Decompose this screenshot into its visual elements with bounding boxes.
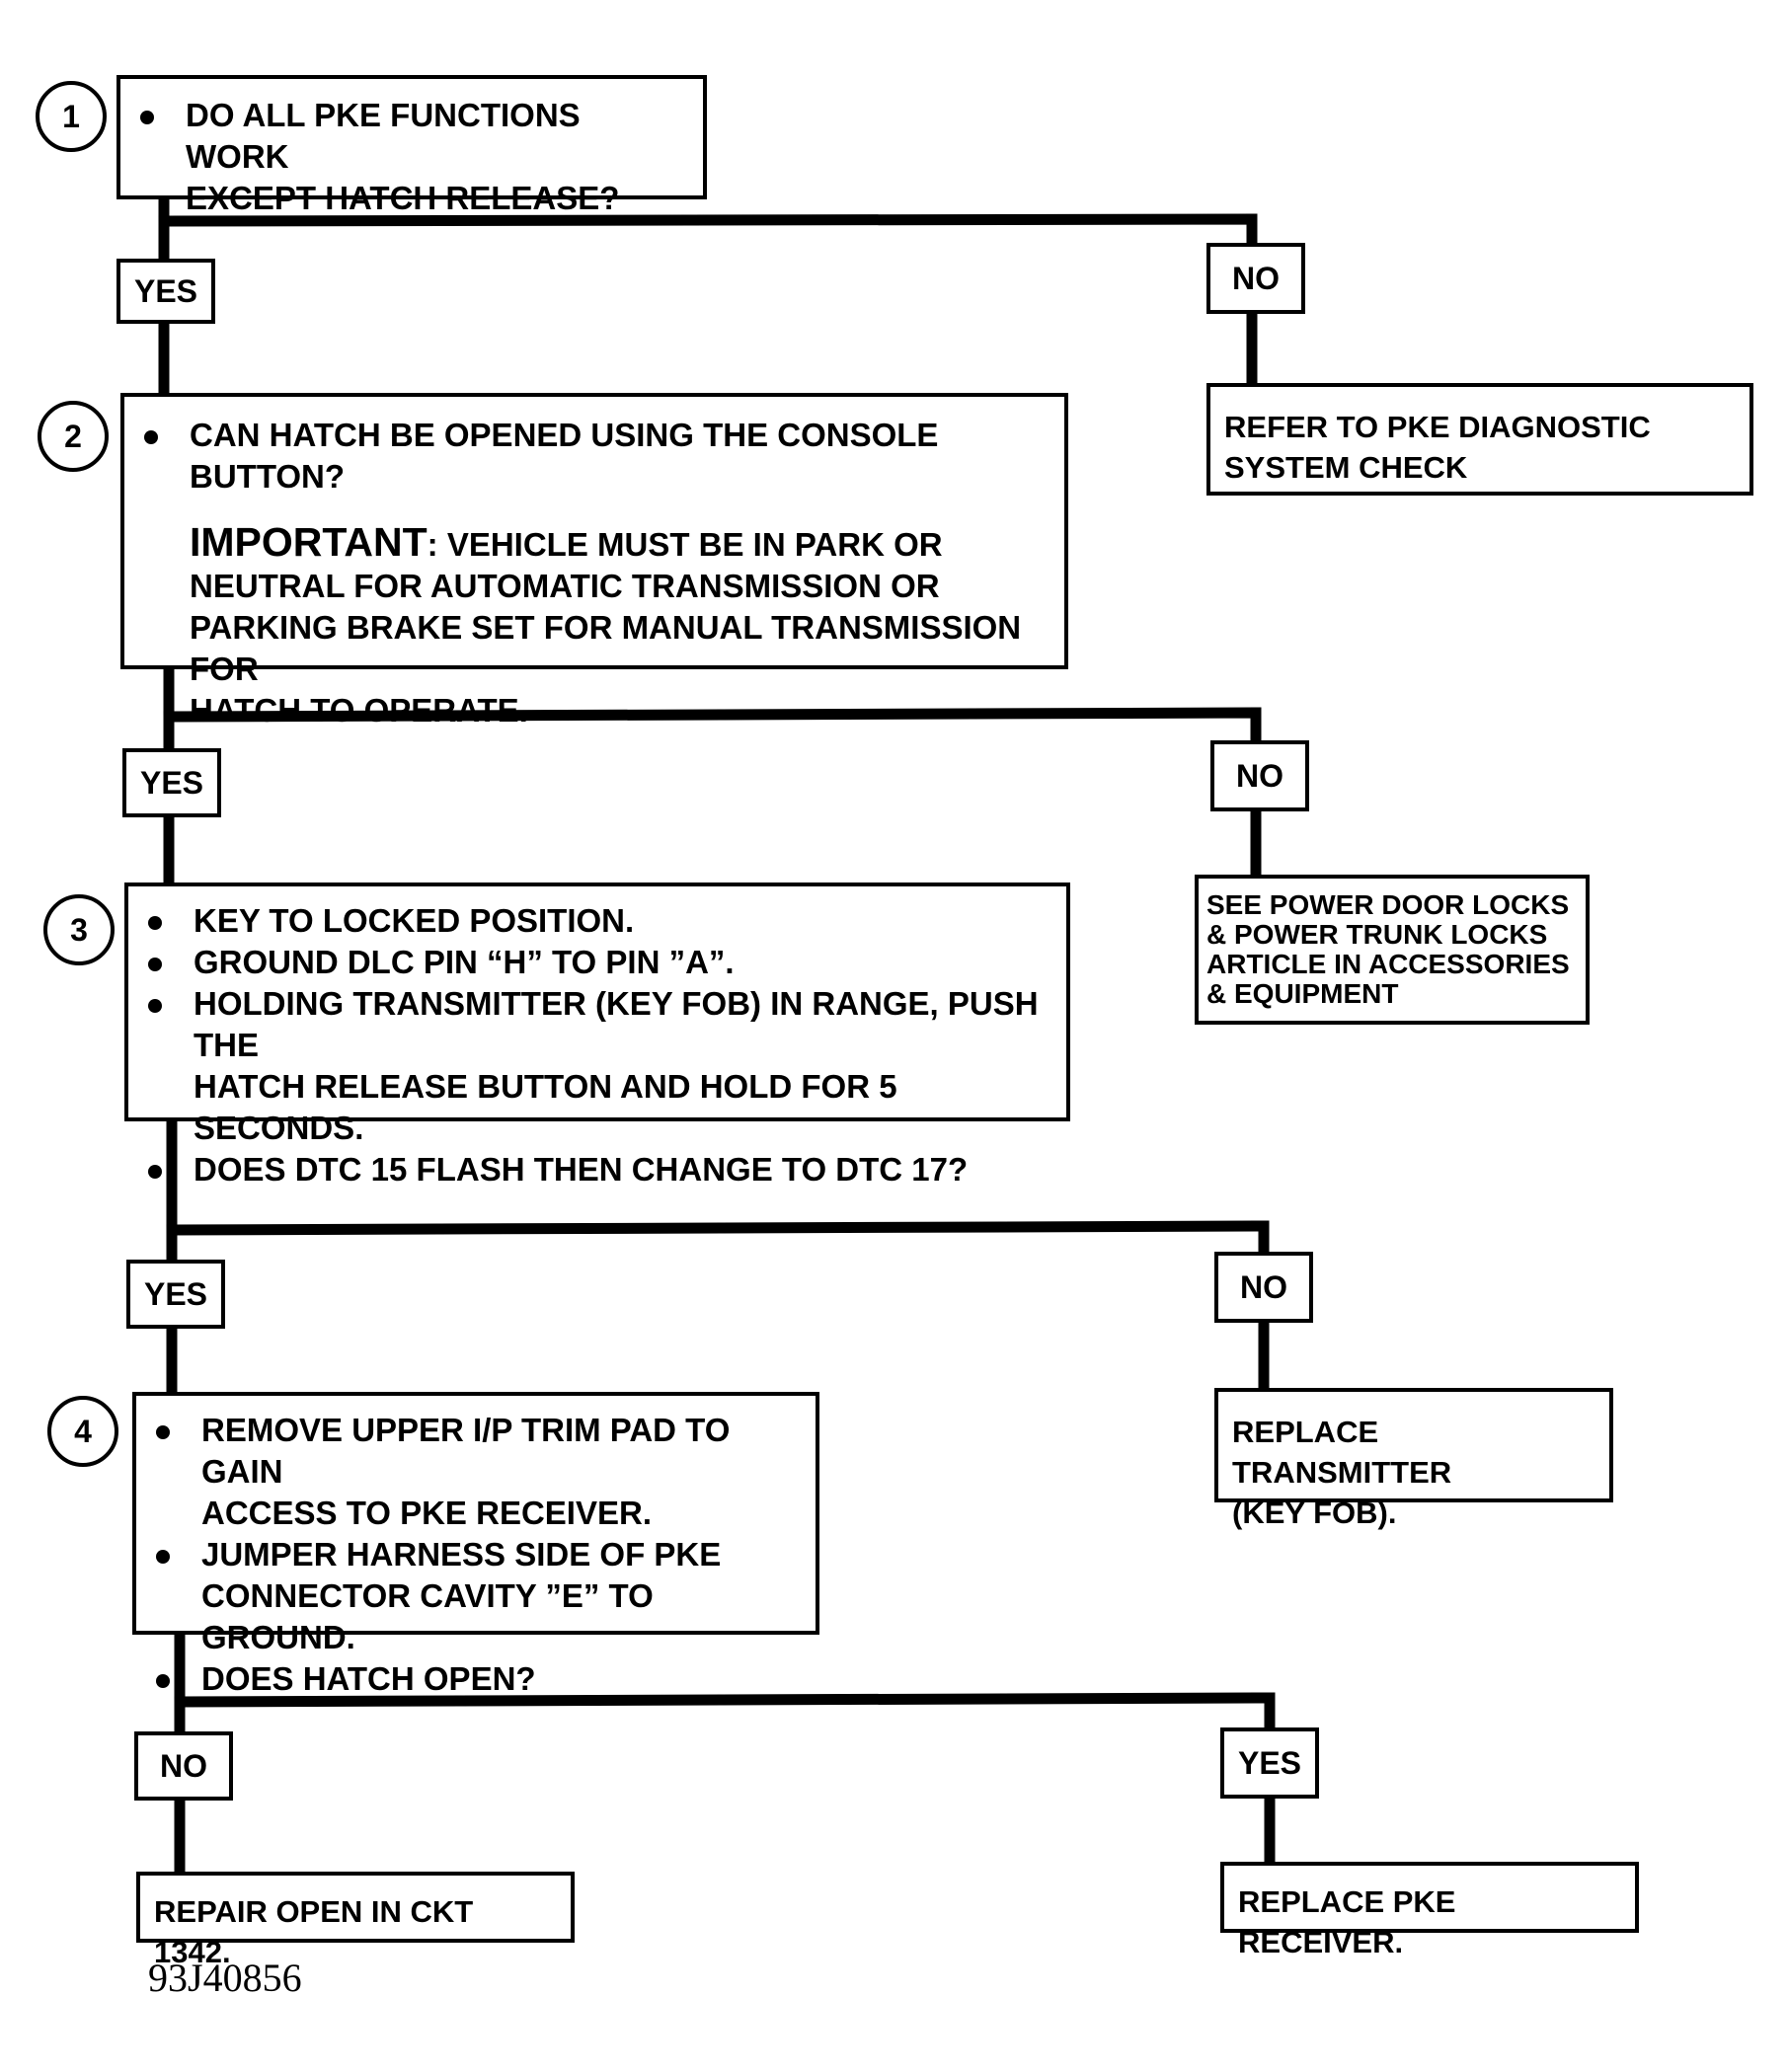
step4-bullet-1-line-1: REMOVE UPPER I/P TRIM PAD TO GAIN — [201, 1412, 731, 1490]
step1-text: DO ALL PKE FUNCTIONS WORK EXCEPT HATCH R… — [186, 95, 689, 219]
step1-no-result-line-1: REFER TO PKE DIAGNOSTIC — [1224, 410, 1651, 444]
step3-no-result-line-1: REPLACE TRANSMITTER — [1232, 1415, 1452, 1490]
step4-no-result: REPAIR OPEN IN CKT 1342. — [136, 1872, 575, 1969]
step2-no-result-line-2: & POWER TRUNK LOCKS — [1206, 919, 1548, 950]
step1-yes-label: YES — [117, 259, 215, 324]
step4-bullet-3: DOES HATCH OPEN? — [150, 1658, 802, 1700]
step3-box: KEY TO LOCKED POSITION. GROUND DLC PIN “… — [124, 883, 1070, 1188]
step3-no-label: NO — [1214, 1252, 1313, 1323]
step1-line-2: EXCEPT HATCH RELEASE? — [186, 180, 620, 216]
step4-yes-result: REPLACE PKE RECEIVER. — [1220, 1862, 1639, 1959]
step3-bullet-3-text: HOLDING TRANSMITTER (KEY FOB) IN RANGE, … — [194, 983, 1052, 1149]
bullet-dot — [156, 1674, 170, 1688]
important-line-4: HATCH TO OPERATE. — [190, 692, 528, 729]
step-number-4: 4 — [47, 1396, 118, 1467]
step3-bullet-4: DOES DTC 15 FLASH THEN CHANGE TO DTC 17? — [142, 1149, 1052, 1190]
step2-bullet: CAN HATCH BE OPENED USING THE CONSOLE BU… — [138, 415, 1050, 498]
bullet-dot — [148, 958, 162, 971]
step4-bullet-2-line-2: CONNECTOR CAVITY ”E” TO GROUND. — [201, 1577, 654, 1655]
step2-no-result-line-1: SEE POWER DOOR LOCKS — [1206, 889, 1570, 920]
step2-no-result-line-3: ARTICLE IN ACCESSORIES — [1206, 949, 1570, 979]
step1-bullet: DO ALL PKE FUNCTIONS WORK EXCEPT HATCH R… — [134, 95, 689, 219]
step2-important-rest: NEUTRAL FOR AUTOMATIC TRANSMISSION OR PA… — [138, 566, 1050, 731]
step1-no-label: NO — [1206, 243, 1305, 314]
important-line-1: : VEHICLE MUST BE IN PARK OR — [427, 526, 943, 563]
step3-no-result: REPLACE TRANSMITTER (KEY FOB). — [1214, 1388, 1613, 1530]
line-step2-branch — [163, 707, 1262, 748]
step-number-3: 3 — [43, 894, 115, 965]
bullet-dot — [148, 999, 162, 1013]
step2-yes-label: YES — [122, 748, 221, 817]
step1-no-result: REFER TO PKE DIAGNOSTIC SYSTEM CHECK — [1206, 383, 1753, 496]
step3-bullet-2: GROUND DLC PIN “H” TO PIN ”A”. — [142, 942, 1052, 983]
step2-question: CAN HATCH BE OPENED USING THE CONSOLE BU… — [190, 417, 939, 495]
step2-no-result-line-4: & EQUIPMENT — [1206, 978, 1399, 1009]
important-line-2: NEUTRAL FOR AUTOMATIC TRANSMISSION OR — [190, 568, 940, 604]
step3-bullet-2-text: GROUND DLC PIN “H” TO PIN ”A”. — [194, 944, 735, 980]
step3-bullet-4-text: DOES DTC 15 FLASH THEN CHANGE TO DTC 17? — [194, 1151, 969, 1188]
step2-no-label: NO — [1210, 740, 1309, 811]
step2-no-result: SEE POWER DOOR LOCKS & POWER TRUNK LOCKS… — [1195, 875, 1590, 1025]
step3-bullet-1: KEY TO LOCKED POSITION. — [142, 900, 1052, 942]
step1-line-1: DO ALL PKE FUNCTIONS WORK — [186, 97, 581, 175]
important-label: IMPORTANT — [190, 519, 428, 565]
step1-box: DO ALL PKE FUNCTIONS WORK EXCEPT HATCH R… — [117, 75, 707, 216]
step3-yes-label: YES — [126, 1260, 225, 1329]
step3-no-result-line-2: (KEY FOB). — [1232, 1496, 1397, 1530]
line-step4-branch — [174, 1692, 1276, 1739]
step4-bullet-1: REMOVE UPPER I/P TRIM PAD TO GAIN ACCESS… — [150, 1410, 802, 1534]
important-line-3: PARKING BRAKE SET FOR MANUAL TRANSMISSIO… — [190, 609, 1022, 687]
step1-no-result-line-2: SYSTEM CHECK — [1224, 450, 1468, 485]
step4-bullet-2-line-1: JUMPER HARNESS SIDE OF PKE — [201, 1536, 722, 1573]
figure-id: 93J40856 — [148, 1956, 302, 2000]
step3-bullet-3-line-1: HOLDING TRANSMITTER (KEY FOB) IN RANGE, … — [194, 985, 1039, 1063]
bullet-dot — [156, 1550, 170, 1564]
step4-bullet-1-text: REMOVE UPPER I/P TRIM PAD TO GAIN ACCESS… — [201, 1410, 802, 1534]
bullet-dot — [148, 916, 162, 930]
step2-important-first-line: IMPORTANT: VEHICLE MUST BE IN PARK OR — [138, 521, 1050, 566]
bullet-dot — [140, 111, 154, 124]
line-step3-branch — [166, 1220, 1270, 1262]
bullet-dot — [144, 430, 158, 444]
step-number-1: 1 — [36, 81, 107, 152]
bullet-dot — [156, 1425, 170, 1439]
bullet-dot — [148, 1165, 162, 1179]
step4-bullet-3-text: DOES HATCH OPEN? — [201, 1660, 536, 1697]
step4-box: REMOVE UPPER I/P TRIM PAD TO GAIN ACCESS… — [132, 1392, 819, 1697]
step4-no-label: NO — [134, 1731, 233, 1801]
step4-bullet-1-line-2: ACCESS TO PKE RECEIVER. — [201, 1495, 652, 1531]
line-step1-branch — [158, 213, 1258, 251]
step3-bullet-3: HOLDING TRANSMITTER (KEY FOB) IN RANGE, … — [142, 983, 1052, 1149]
step3-bullet-1-text: KEY TO LOCKED POSITION. — [194, 902, 635, 939]
step-number-2: 2 — [38, 401, 109, 472]
step4-yes-label: YES — [1220, 1727, 1319, 1799]
step2-box: CAN HATCH BE OPENED USING THE CONSOLE BU… — [120, 393, 1068, 729]
step3-bullet-3-line-2: HATCH RELEASE BUTTON AND HOLD FOR 5 SECO… — [194, 1068, 897, 1146]
step4-bullet-2-text: JUMPER HARNESS SIDE OF PKE CONNECTOR CAV… — [201, 1534, 802, 1658]
step4-bullet-2: JUMPER HARNESS SIDE OF PKE CONNECTOR CAV… — [150, 1534, 802, 1658]
